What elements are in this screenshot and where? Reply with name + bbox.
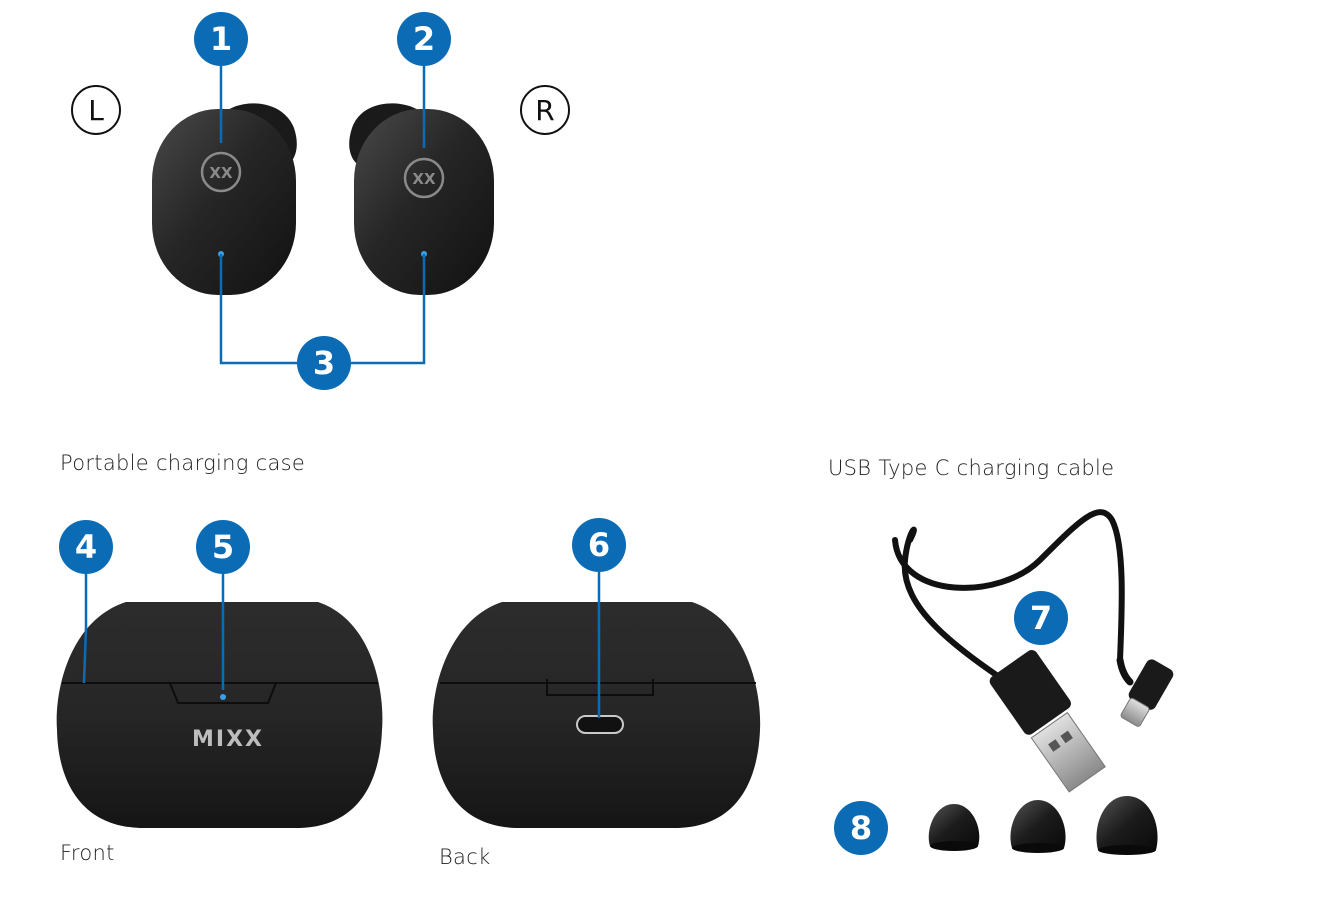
callout-7: 7 (1014, 591, 1068, 645)
usb-c-port (576, 715, 624, 734)
callout-8: 8 (834, 801, 888, 855)
right-side-marker: R (520, 85, 570, 135)
case-front-logo: MIXX (192, 727, 264, 752)
earbud-right: XX (349, 103, 494, 295)
callout-3: 3 (297, 336, 351, 390)
callout-6: 6 (572, 518, 626, 572)
caption-front: Front (60, 841, 115, 865)
callout-5: 5 (196, 520, 250, 574)
ear-tip-small (928, 804, 980, 851)
earbud-left: XX (152, 103, 297, 295)
usb-cable (892, 509, 1174, 793)
ear-tip-medium (1010, 800, 1066, 853)
callout-2: 2 (397, 12, 451, 66)
ear-tip-large (1096, 796, 1158, 855)
caption-charging-case: Portable charging case (60, 451, 306, 475)
left-side-marker: L (71, 85, 121, 135)
caption-charging-cable: USB Type C charging cable (828, 456, 1115, 480)
callout-4: 4 (59, 520, 113, 574)
case-front-led (220, 694, 226, 700)
case-back (432, 602, 761, 828)
earbud-left-logo: XX (209, 164, 233, 182)
case-front: MIXX (56, 602, 383, 828)
callout-1: 1 (194, 12, 248, 66)
earbud-right-logo: XX (412, 170, 436, 188)
caption-back: Back (439, 845, 491, 869)
